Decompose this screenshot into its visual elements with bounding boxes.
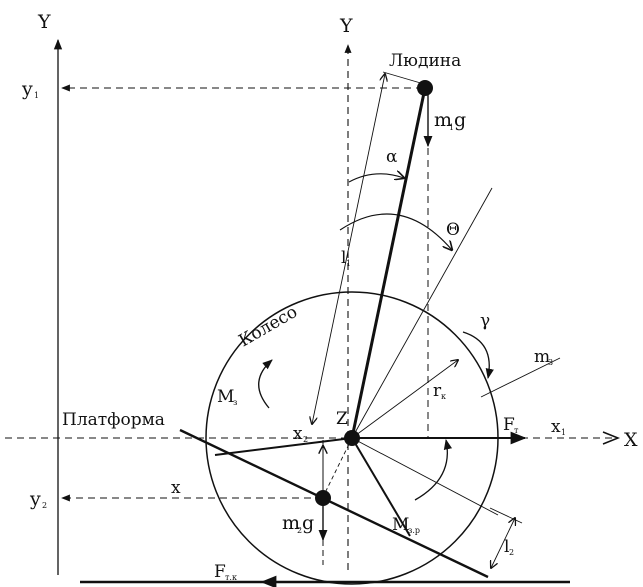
svg-text:1: 1 [449,123,454,132]
svg-text:y: y [21,78,33,100]
m3-leader-line [480,357,561,398]
svg-text:2: 2 [509,548,514,557]
x-label: x [171,478,181,498]
spoke [214,437,353,456]
mzr-label: M з.р [392,515,420,535]
svg-text:m: m [282,512,300,534]
l1-label: l 1 [341,248,351,268]
x1-label: x 1 [551,417,566,437]
svg-text:g: g [302,512,314,534]
l2-label: l 2 [504,537,514,557]
platform-mass-dot [315,490,331,506]
person-rod [350,87,427,439]
svg-text:1: 1 [34,91,39,100]
svg-text:з: з [233,398,237,407]
svg-text:g: g [454,109,466,131]
svg-text:F: F [214,562,226,582]
svg-text:2: 2 [303,435,308,444]
x-axis-arrowhead [602,431,621,445]
z-label: Z [336,409,348,429]
mzr-arc [414,438,452,501]
person-mass-dot [417,80,433,96]
x-axis-label: X [624,429,638,451]
platform-label: Платформа [62,410,165,430]
wheel-label: Колесо [236,302,301,351]
l1-tick [382,71,425,85]
x2-label: x 2 [293,424,308,444]
left-y-axis-label: Y [37,11,51,33]
svg-text:x: x [551,417,561,437]
l2-extension-line [489,507,523,524]
svg-text:M: M [392,515,409,535]
spoke-thin [322,437,353,498]
theta-reference-line [351,187,493,439]
svg-text:т: т [514,426,519,435]
platform-line [179,428,489,579]
svg-text:x: x [293,424,303,444]
svg-text:1: 1 [561,428,566,437]
svg-text:F: F [503,415,515,435]
svg-text:l: l [504,537,509,557]
wheel-center-dot [344,430,360,446]
rk-label: r к [433,381,446,401]
m1g-label: m 1 g [434,109,466,132]
mz-label: M з [217,387,237,407]
spoke-thin [351,437,499,516]
theta-label: Θ [446,220,460,240]
l2-dimension-line [491,518,515,568]
svg-text:m: m [534,347,550,367]
svg-text:з.р: з.р [408,526,420,535]
gamma-label: γ [480,311,490,331]
svg-text:1: 1 [346,259,351,268]
l1-dimension-line [312,74,385,424]
theta-arc [339,213,452,250]
ftk-label: F т.к [214,562,237,582]
svg-text:2: 2 [297,526,302,535]
y2-label: y 2 [29,488,47,510]
svg-text:l: l [341,248,346,268]
svg-text:m: m [434,109,452,131]
mz-arc [258,359,273,409]
y1-label: y 1 [21,78,39,100]
svg-text:r: r [433,381,442,401]
svg-text:т.к: т.к [225,573,237,582]
svg-text:y: y [29,488,41,510]
svg-text:к: к [441,392,446,401]
alpha-arc [348,174,404,183]
svg-text:2: 2 [42,501,47,510]
spoke [351,437,411,537]
gamma-arc [462,331,494,380]
ft-label: F т [503,415,519,435]
m3-label: m 3 [534,347,553,367]
svg-text:3: 3 [548,358,553,367]
center-y-axis-label: Y [339,15,353,37]
svg-text:M: M [217,387,234,407]
m2g-label: m 2 g [282,512,314,535]
person-label: Людина [389,51,461,71]
alpha-label: α [386,147,398,167]
